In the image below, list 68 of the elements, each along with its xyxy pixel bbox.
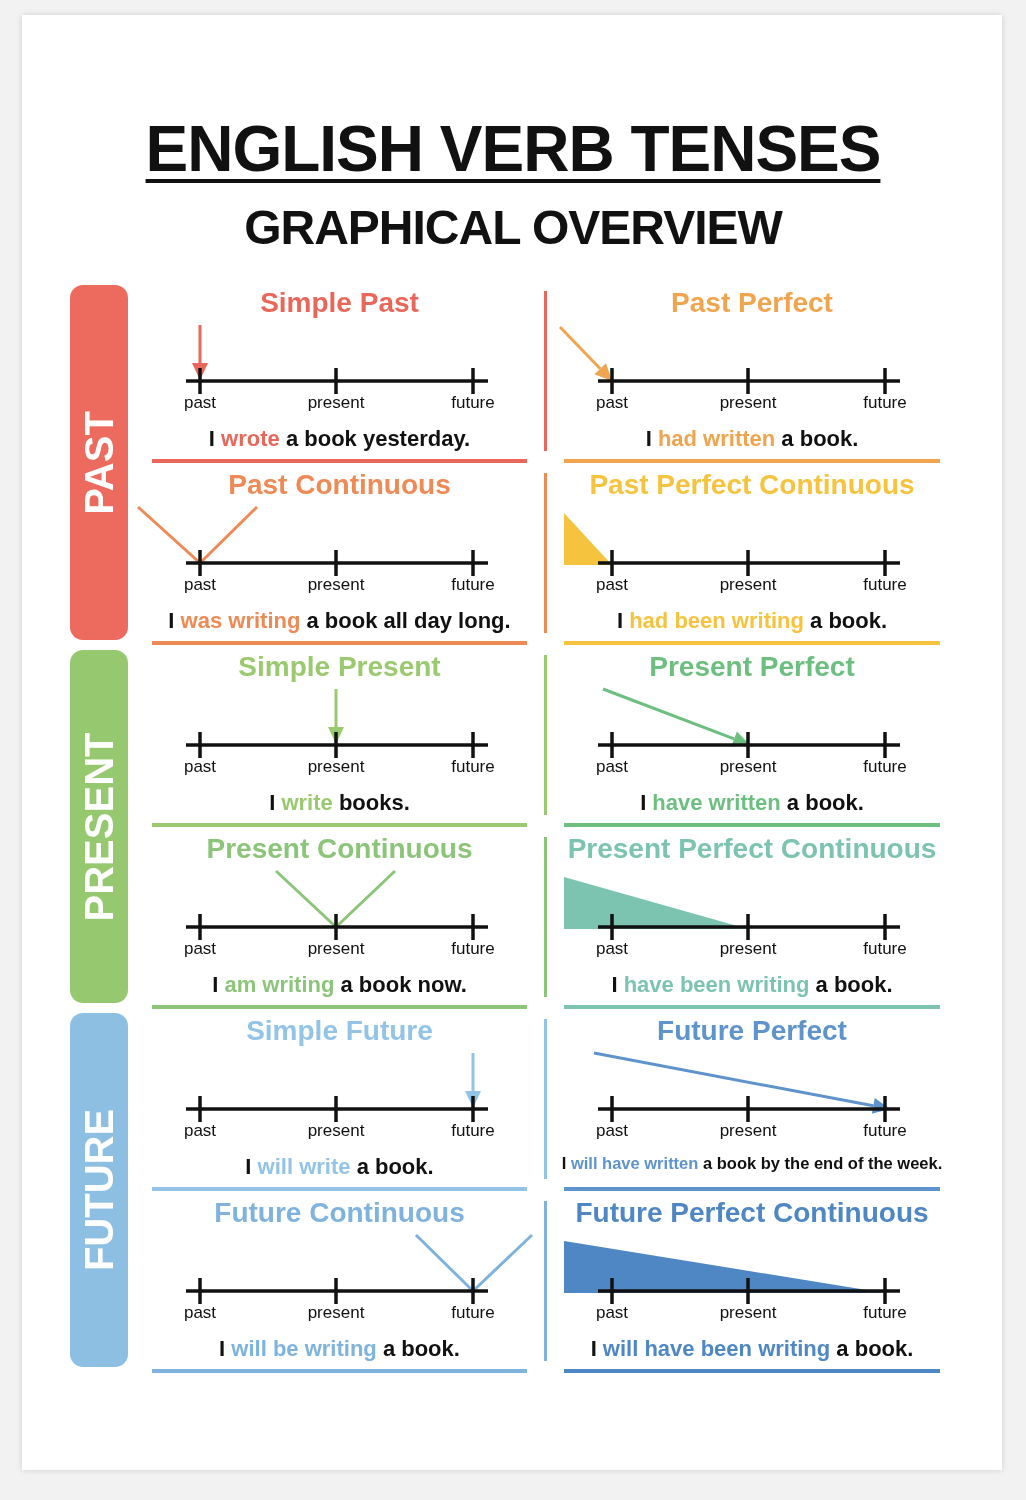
timeline-label: past bbox=[595, 575, 629, 595]
timeline-label: past bbox=[183, 757, 217, 777]
timeline-label: present bbox=[719, 393, 777, 413]
timeline-label: present bbox=[307, 939, 365, 959]
timeline-label: future bbox=[863, 939, 907, 959]
band-label: FUTURE bbox=[76, 1108, 122, 1272]
timeline-label: future bbox=[451, 1303, 495, 1323]
example-sentence: I have written a book. bbox=[640, 790, 864, 816]
tense-heading: Future Continuous bbox=[214, 1197, 465, 1229]
example-sentence: I will be writing a book. bbox=[219, 1336, 460, 1362]
timeline-label: present bbox=[719, 757, 777, 777]
example-sentence: I was writing a book all day long. bbox=[168, 608, 511, 634]
band-label: PRESENT bbox=[76, 732, 122, 921]
timeline-label: past bbox=[595, 1121, 629, 1141]
timeline-label: past bbox=[595, 393, 629, 413]
timeline-label: future bbox=[451, 575, 495, 595]
timeline-label: future bbox=[451, 939, 495, 959]
timeline-label: past bbox=[595, 939, 629, 959]
timeline-label: future bbox=[863, 1121, 907, 1141]
tense-heading: Simple Past bbox=[260, 287, 419, 319]
tense-band bbox=[70, 285, 128, 640]
poster-title: ENGLISH VERB TENSES bbox=[145, 112, 881, 186]
example-sentence: I had been writing a book. bbox=[616, 608, 888, 634]
timeline-label: future bbox=[863, 393, 907, 413]
example-sentence: I will have written a book by the end of the week. bbox=[561, 1154, 943, 1173]
timeline-label: past bbox=[183, 393, 217, 413]
timeline-label: future bbox=[451, 757, 495, 777]
example-sentence: I have been writing a book. bbox=[611, 972, 893, 998]
example-sentence: I will write a book. bbox=[245, 1154, 434, 1180]
tense-heading: Present Continuous bbox=[206, 833, 473, 865]
timeline-label: past bbox=[595, 757, 629, 777]
example-sentence: I write books. bbox=[269, 790, 410, 816]
timeline-label: present bbox=[307, 1303, 365, 1323]
timeline-label: past bbox=[595, 1303, 629, 1323]
timeline-label: present bbox=[307, 1121, 365, 1141]
example-sentence: I am writing a book now. bbox=[212, 972, 467, 998]
timeline-label: present bbox=[719, 1121, 777, 1141]
timeline-label: past bbox=[183, 1121, 217, 1141]
example-sentence: I wrote a book yesterday. bbox=[208, 426, 471, 452]
tense-heading: Future Perfect bbox=[657, 1015, 847, 1047]
tense-band bbox=[70, 650, 128, 1003]
timeline-label: past bbox=[183, 575, 217, 595]
timeline-label: past bbox=[183, 939, 217, 959]
timeline-label: future bbox=[863, 757, 907, 777]
timeline-label: future bbox=[863, 1303, 907, 1323]
poster-subtitle: GRAPHICAL OVERVIEW bbox=[244, 200, 782, 255]
timeline-label: present bbox=[307, 757, 365, 777]
example-sentence: I had written a book. bbox=[645, 426, 859, 452]
timeline-label: present bbox=[307, 575, 365, 595]
tense-heading: Simple Present bbox=[238, 651, 441, 683]
timeline-label: past bbox=[183, 1303, 217, 1323]
tense-heading: Future Perfect Continuous bbox=[575, 1197, 929, 1229]
tense-band bbox=[70, 1013, 128, 1367]
band-label: PAST bbox=[76, 410, 122, 515]
timeline-label: future bbox=[451, 1121, 495, 1141]
tense-heading: Past Perfect Continuous bbox=[589, 469, 915, 501]
timeline-label: present bbox=[719, 1303, 777, 1323]
timeline-label: future bbox=[451, 393, 495, 413]
timeline-label: present bbox=[307, 393, 365, 413]
tense-heading: Past Continuous bbox=[228, 469, 451, 501]
tense-heading: Simple Future bbox=[246, 1015, 433, 1047]
timeline-label: future bbox=[863, 575, 907, 595]
tense-heading: Present Perfect Continuous bbox=[567, 833, 937, 865]
timeline-label: present bbox=[719, 939, 777, 959]
tense-heading: Present Perfect bbox=[649, 651, 855, 683]
example-sentence: I will have been writing a book. bbox=[590, 1336, 914, 1362]
timeline-label: present bbox=[719, 575, 777, 595]
tense-heading: Past Perfect bbox=[671, 287, 833, 319]
